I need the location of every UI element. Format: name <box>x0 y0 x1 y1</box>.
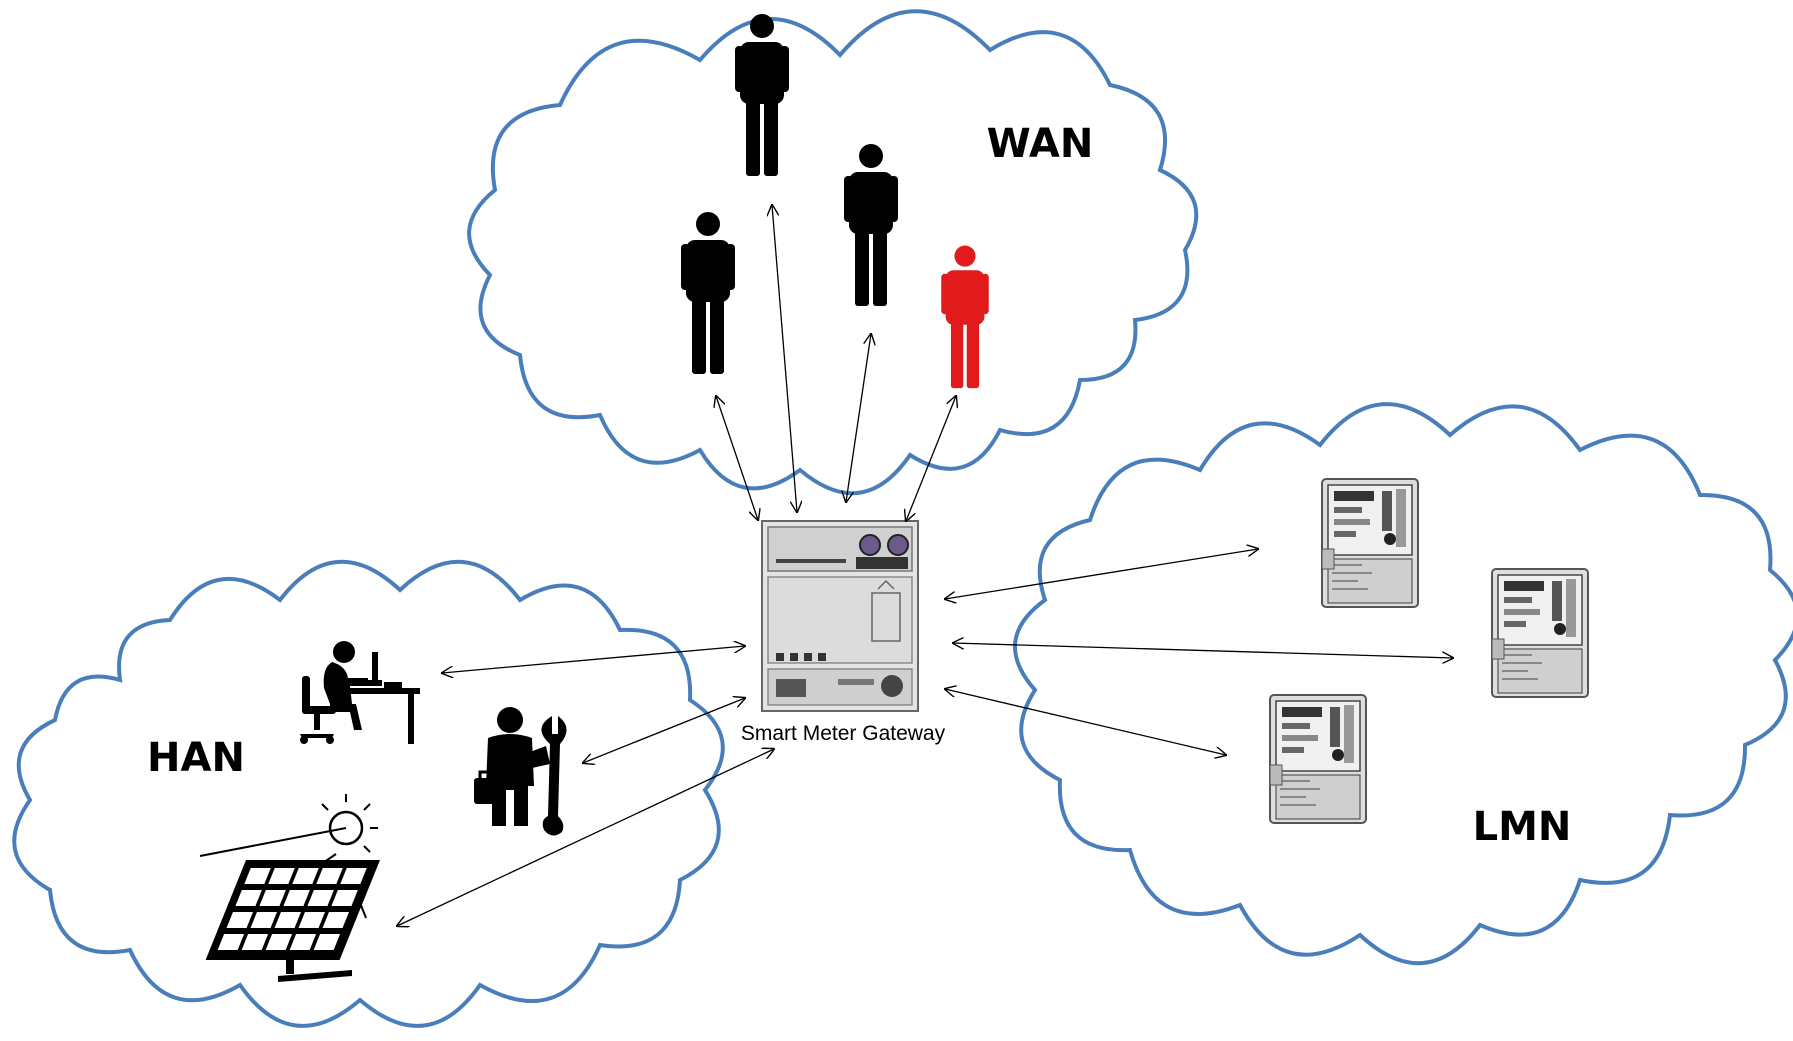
link-gateway-lmn-meter-1 <box>945 549 1258 599</box>
person-icon <box>735 14 789 176</box>
office-worker-icon <box>300 641 420 744</box>
solar-panel-icon <box>199 794 380 982</box>
technician-icon <box>474 707 567 836</box>
wan-label: WAN <box>987 121 1094 167</box>
link-gateway-wan-attacker <box>906 396 956 521</box>
person-icon <box>844 144 898 306</box>
cloud-outline <box>467 9 1199 496</box>
connection-arrows <box>397 205 1453 926</box>
link-gateway-wan-person-3 <box>846 334 871 502</box>
attacker-person-icon <box>941 245 989 389</box>
smart-meter-gateway-icon <box>761 520 919 712</box>
lmn-label: LMN <box>1473 804 1572 850</box>
electricity-meter-icon <box>1269 694 1367 824</box>
electricity-meter-icon <box>1491 568 1589 698</box>
link-gateway-wan-person-1 <box>772 205 797 512</box>
cloud-outline <box>12 559 725 1028</box>
gateway-caption: Smart Meter Gateway <box>741 722 946 745</box>
han-cloud <box>12 559 725 1028</box>
link-gateway-han-worker <box>442 646 745 673</box>
han-label: HAN <box>147 735 245 781</box>
wan-cloud <box>467 9 1199 496</box>
link-gateway-wan-person-2 <box>716 396 758 520</box>
cloud-outline <box>1013 402 1793 966</box>
link-gateway-lmn-meter-3 <box>945 689 1226 755</box>
link-gateway-lmn-meter-2 <box>953 643 1453 658</box>
person-icon <box>681 212 735 374</box>
link-gateway-han-solar <box>397 749 774 926</box>
electricity-meter-icon <box>1321 478 1419 608</box>
lmn-cloud <box>1013 402 1793 966</box>
